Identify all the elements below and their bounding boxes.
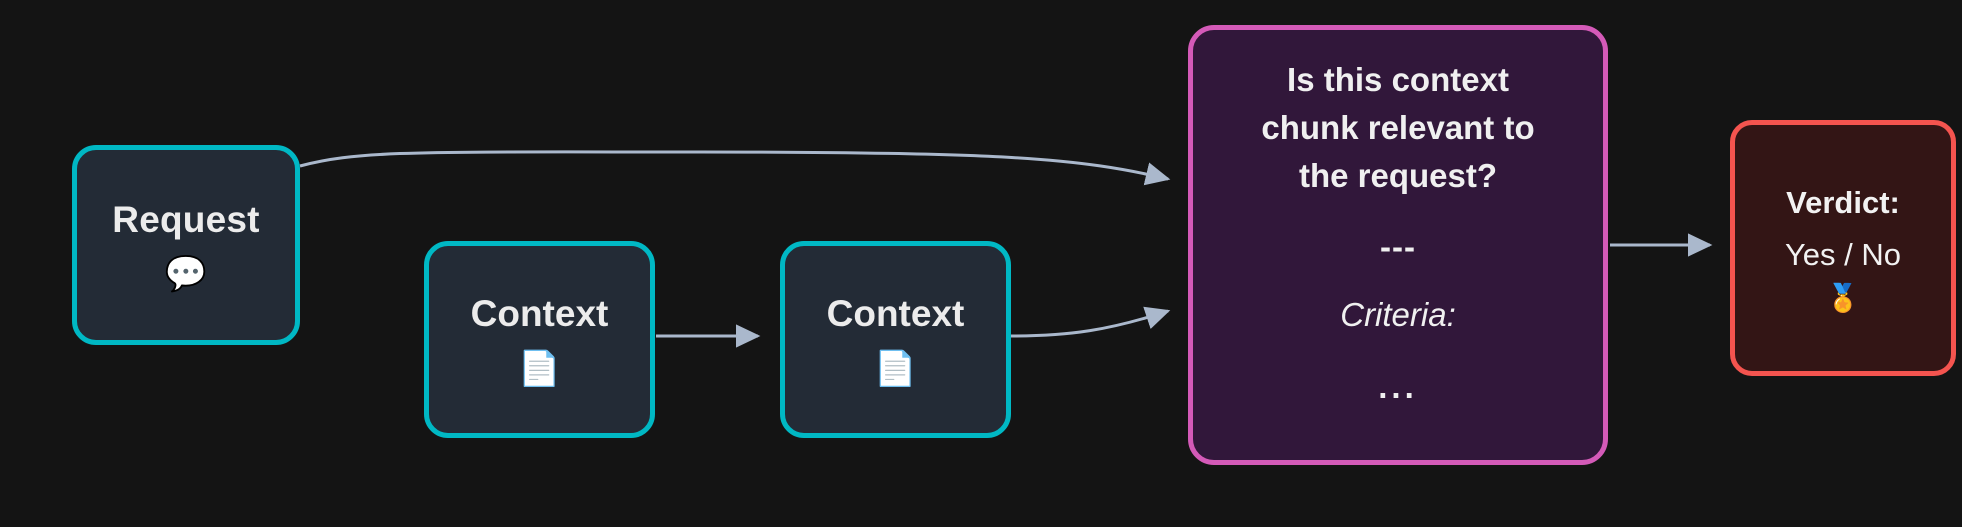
page-facing-up-icon: 📄 — [874, 349, 917, 388]
decision-criteria-value: ... — [1378, 367, 1418, 405]
node-decision-prompt[interactable]: Is this context chunk relevant to the re… — [1188, 25, 1608, 465]
node-context-1[interactable]: Context 📄 — [424, 241, 655, 438]
decision-question-line-1: Is this context — [1287, 61, 1509, 98]
decision-question-line-3: the request? — [1298, 157, 1498, 195]
decision-question-line-2: chunk relevant to — [1261, 109, 1535, 147]
edge-request-to-decision — [299, 150, 1171, 186]
node-context-1-title: Context — [470, 293, 609, 335]
verdict-label: Verdict: — [1786, 185, 1900, 221]
node-context-2-title: Context — [826, 293, 965, 335]
speech-balloon-icon: 💬 — [164, 255, 208, 294]
decision-separator: --- — [1380, 227, 1416, 265]
page-facing-up-icon: 📄 — [518, 349, 561, 388]
verdict-value: Yes / No — [1784, 236, 1902, 272]
node-request[interactable]: Request 💬 — [72, 145, 300, 345]
edge-context2-to-decision — [1010, 306, 1171, 338]
node-request-title: Request — [112, 198, 260, 240]
decision-criteria-label: Criteria: — [1340, 295, 1456, 333]
node-context-2[interactable]: Context 📄 — [780, 241, 1011, 438]
node-verdict[interactable]: Verdict: Yes / No 🏅 — [1730, 120, 1956, 376]
sports-medal-icon: 🏅 — [1826, 282, 1860, 313]
